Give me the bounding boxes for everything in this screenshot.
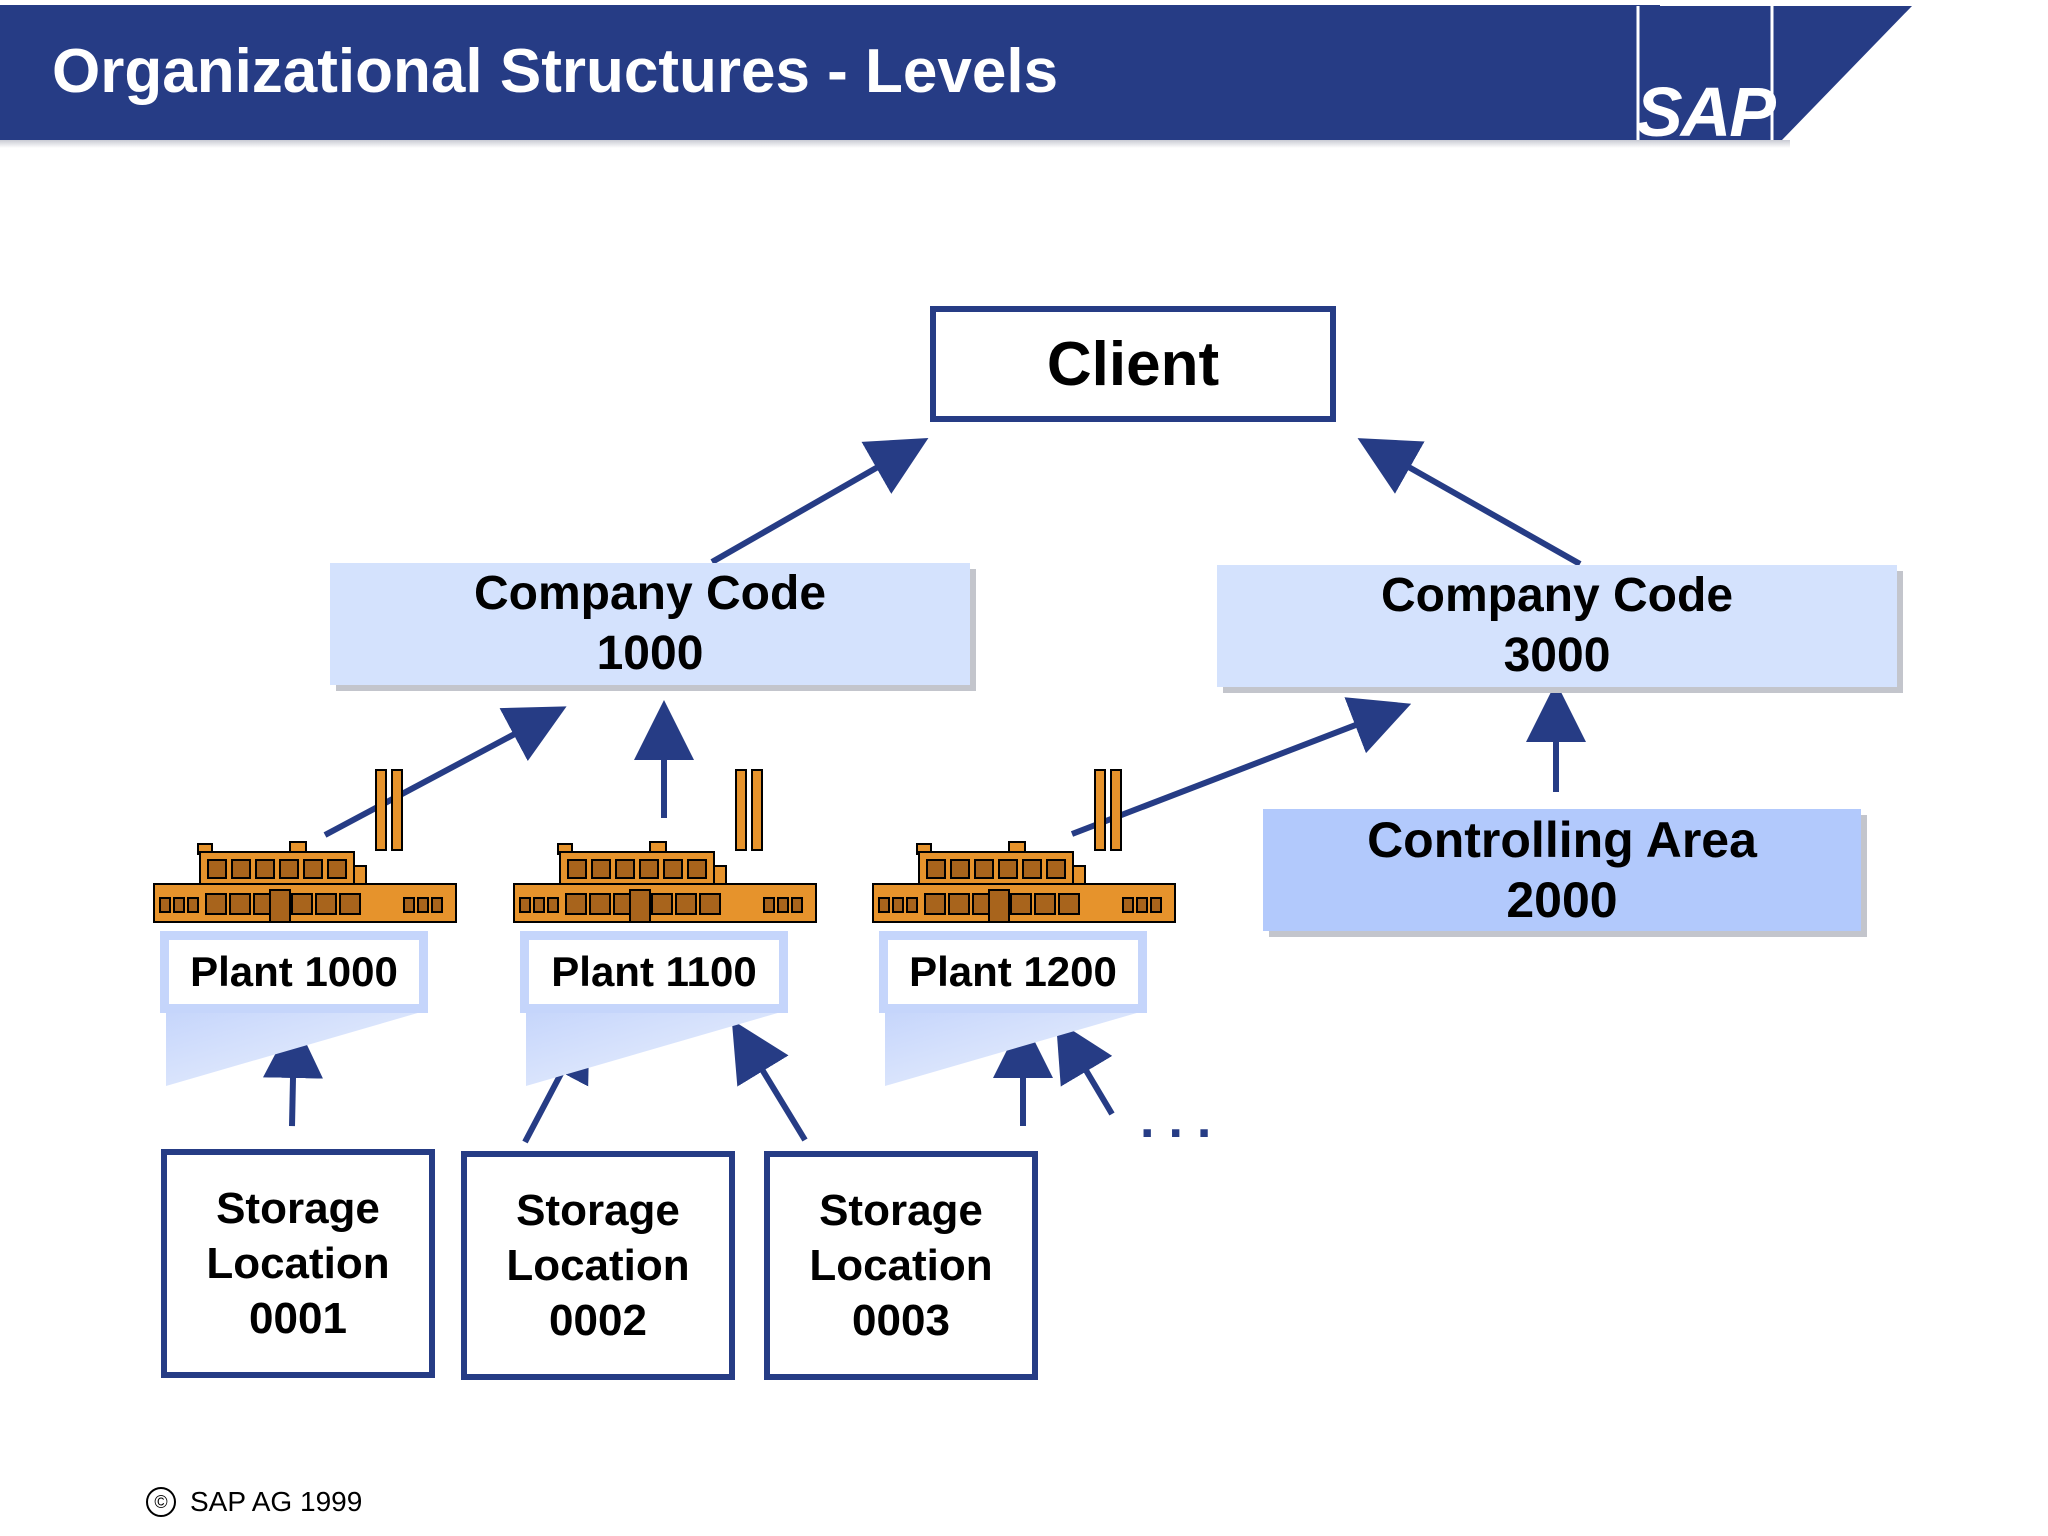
client-box: Client bbox=[930, 306, 1336, 422]
more-indicator: ... bbox=[1140, 1091, 1226, 1149]
storage-location-line1: Storage bbox=[216, 1184, 380, 1233]
controlling-area-label: Controlling Area bbox=[1367, 812, 1757, 868]
plant-shadow bbox=[885, 1010, 1147, 1086]
factory-icon bbox=[872, 769, 1176, 923]
client-label: Client bbox=[1046, 329, 1220, 399]
copyright-icon: © bbox=[146, 1487, 176, 1517]
arrow-cc3000-to-client bbox=[1357, 438, 1582, 567]
controlling-area-box: Controlling Area 2000 bbox=[1263, 809, 1861, 931]
company-code-number: 1000 bbox=[596, 627, 704, 680]
arrow-plant1000-to-cc1000 bbox=[323, 706, 567, 838]
storage-location-number: 0002 bbox=[549, 1296, 647, 1345]
plant-shadow bbox=[526, 1010, 788, 1086]
company-code-number: 3000 bbox=[1503, 629, 1611, 682]
storage-location-0003-box: Storage Location 0003 bbox=[764, 1151, 1038, 1380]
factory-icon bbox=[513, 769, 817, 923]
footer-text: SAP AG 1999 bbox=[190, 1486, 363, 1517]
storage-location-line2: Location bbox=[506, 1241, 690, 1290]
plant-1200-label: Plant 1200 bbox=[879, 931, 1147, 1013]
storage-location-line1: Storage bbox=[516, 1186, 680, 1235]
header-shadow bbox=[0, 140, 1790, 148]
storage-location-line1: Storage bbox=[819, 1186, 983, 1235]
storage-location-number: 0001 bbox=[249, 1294, 347, 1343]
page-title: Organizational Structures - Levels bbox=[52, 37, 1059, 106]
footer: © SAP AG 1999 bbox=[146, 1486, 362, 1518]
controlling-area-number: 2000 bbox=[1506, 872, 1618, 928]
storage-location-line2: Location bbox=[809, 1241, 993, 1290]
header-bar bbox=[0, 5, 1660, 140]
sap-logo-icon bbox=[1636, 6, 1912, 140]
plant-1000-label: Plant 1000 bbox=[160, 931, 428, 1013]
arrow-plant1200-to-cc3000 bbox=[1070, 697, 1412, 837]
company-code-1000-box: Company Code 1000 bbox=[330, 563, 970, 685]
factory-icon bbox=[153, 769, 457, 923]
company-code-3000-box: Company Code 3000 bbox=[1217, 565, 1897, 687]
storage-location-line2: Location bbox=[206, 1239, 390, 1288]
storage-location-number: 0003 bbox=[852, 1296, 950, 1345]
storage-location-0002-box: Storage Location 0002 bbox=[461, 1151, 735, 1380]
storage-location-0001-box: Storage Location 0001 bbox=[161, 1149, 435, 1378]
arrow-sl0003-to-plant1100 bbox=[731, 1019, 808, 1142]
sap-logo-text: SAP bbox=[1636, 73, 1776, 151]
company-code-label: Company Code bbox=[473, 567, 827, 620]
company-code-label: Company Code bbox=[1380, 569, 1734, 622]
plant-shadow bbox=[166, 1010, 428, 1086]
arrow-cc1000-to-client bbox=[710, 438, 929, 565]
plant-1100-label: Plant 1100 bbox=[520, 931, 788, 1013]
arrow-more-to-plant1200 bbox=[1055, 1019, 1115, 1116]
